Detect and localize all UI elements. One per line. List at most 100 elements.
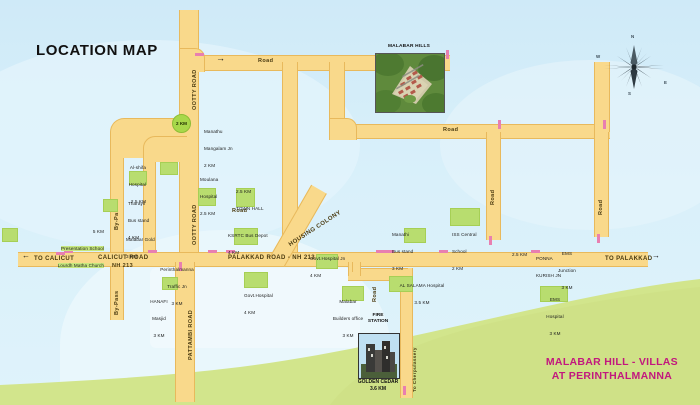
road-label-bypass-lower: By-Pass xyxy=(114,290,120,315)
landmark-block xyxy=(244,272,268,288)
tharayil-line1: Tharayil xyxy=(128,201,146,207)
golden-cedar-caption: GOLDEN CEDAR 3.6 KM xyxy=(334,379,422,392)
fire-station-line1: FIRE xyxy=(372,313,384,318)
landmark-block xyxy=(198,188,216,206)
label-moulana-hospital: Moulana Hospital 2.5 KM xyxy=(200,166,218,228)
label-govt-hospital: Govt.Hospital 4 KM xyxy=(244,282,273,327)
label-ponna-kurish-distance: 2.5 KM xyxy=(512,252,528,257)
town-hall-distance: 2.5 KM xyxy=(236,189,252,195)
green-hill-background xyxy=(0,235,700,405)
crossing-mark xyxy=(179,262,182,271)
label-tharayil-bus-stand: Tharayil Bus stand 4 KM xyxy=(128,190,149,252)
al-shifa-line1: Al-shifa xyxy=(129,165,146,171)
road-label-top: Road xyxy=(258,58,274,64)
govt-hospital-line1: Govt.Hospital xyxy=(244,293,273,299)
label-ponna-kurish-jn: PONNA KURISH JN xyxy=(536,245,561,290)
road-label-far-right-vertical: Road xyxy=(598,199,604,215)
cloud-shape-right xyxy=(440,60,700,230)
landmark-block xyxy=(2,228,18,242)
compass-north-label: N xyxy=(631,34,635,39)
golden-cedar-name: GOLDEN CEDAR xyxy=(357,379,399,385)
al-shifa-line3: 2.5 KM xyxy=(130,198,146,204)
moulana-line2: Hospital xyxy=(200,193,218,199)
road-bypass-lower xyxy=(110,262,124,320)
landmark-block xyxy=(162,277,178,290)
landmark-block xyxy=(389,276,413,292)
direction-arrow-top: → xyxy=(216,53,225,63)
label-malabar-builders-office: Malabar Builders office 3 KM xyxy=(320,288,376,350)
town-hall-name: TOWN HALL xyxy=(236,205,264,211)
landmark-block xyxy=(450,208,480,226)
label-ems-junction: EMS Junction 3 KM xyxy=(552,240,582,302)
crossing-mark xyxy=(403,386,406,395)
crossing-mark xyxy=(531,250,540,253)
label-govt-hospital-jn: Govt.Hospital Jn 4 KM xyxy=(310,245,345,290)
hanafi-line3: 3 KM xyxy=(153,332,165,338)
road-label-calicut-nh: NH 213 xyxy=(112,263,134,269)
ems-jn-line2: Junction xyxy=(558,267,576,273)
govt-hospital-jn-line2: 4 KM xyxy=(310,272,322,278)
label-hanafi-masjid: HANAFI Masjid 3 KM xyxy=(142,288,176,350)
crossing-mark xyxy=(446,50,449,59)
to-calicut-label: TO CALICUT xyxy=(34,256,75,262)
crossing-mark xyxy=(498,120,501,129)
tharayil-line2: Bus stand xyxy=(128,217,150,223)
landmark-block xyxy=(160,162,178,175)
ems-hosp-line3: 3 KM xyxy=(549,330,561,336)
iss-line1: ISS Central xyxy=(452,232,477,238)
label-town-hall: 2.5 KM TOWN HALL xyxy=(236,178,264,223)
road-curve-alshifa xyxy=(143,136,187,162)
road-palakkad xyxy=(188,252,648,267)
compass-rose: N E S W xyxy=(596,34,670,98)
label-iss-central-school: ISS Central School 2 KM xyxy=(452,221,477,283)
ems-jn-line1: EMS xyxy=(561,251,573,257)
project-title-line1: MALABAR HILL - VILLAS xyxy=(545,356,678,368)
manathi-line2: Bus stand xyxy=(392,248,414,254)
road-to-cedar xyxy=(400,268,413,398)
landmark-block xyxy=(540,286,568,302)
crossing-mark xyxy=(208,250,217,253)
label-ksrtc-bus-depot: KSRTC Bus Depot 4 KM xyxy=(228,222,268,267)
tharayil-line3: 4 KM xyxy=(128,234,140,240)
ksrtc-line1: KSRTC Bus Depot xyxy=(228,233,268,239)
malabar-gold-line2: 3 KM xyxy=(126,253,138,259)
crossing-mark xyxy=(148,250,157,253)
label-malabar-gold: Malabar Gold 3 KM xyxy=(126,226,155,271)
crossing-mark xyxy=(385,250,394,253)
project-title-line2: AT PERINTHALMANNA xyxy=(551,370,673,382)
al-salama-line2: 3.5 KM xyxy=(414,299,430,305)
road-label-ootty-upper: OOTTY ROAD xyxy=(192,69,198,110)
ems-jn-line3: 3 KM xyxy=(561,284,573,290)
landmark-block xyxy=(103,199,118,212)
hanafi-line1: HANAFI xyxy=(150,299,168,305)
crossing-mark xyxy=(603,120,606,129)
perinthalmanna-line3: 3 KM xyxy=(171,300,183,306)
road-vertical-right-loop-left xyxy=(486,132,501,240)
label-manathi-bus-stand: Manathi Bus stand 3 KM xyxy=(392,221,413,283)
road-upper-right-horizontal xyxy=(348,124,610,139)
compass-south-label: S xyxy=(628,91,631,96)
road-label-right-vertical: Road xyxy=(490,189,496,205)
ksrtc-line2: 4 KM xyxy=(228,249,240,255)
ponna-line1: PONNA xyxy=(536,256,553,262)
landmark-block xyxy=(316,254,338,269)
builders-line2: Builders office xyxy=(332,315,364,321)
manathu-line1: Manathu xyxy=(204,129,223,135)
to-palakkad-arrow: → xyxy=(652,251,660,260)
presentation-school-name: Presentation School xyxy=(60,245,104,251)
moulana-line3: 2.5 KM xyxy=(200,210,216,216)
crossing-mark xyxy=(195,53,204,56)
builders-line1: Malabar xyxy=(339,299,357,305)
al-salama-line1: AL SALAMA Hospital xyxy=(399,283,445,289)
road-corner-ootty-top xyxy=(179,48,205,72)
road-vertical-center xyxy=(282,62,298,257)
label-al-shifa-hospital: Al-shifa Hospital 2.5 KM xyxy=(104,154,146,216)
road-label-mid: Road xyxy=(232,208,248,214)
crossing-mark xyxy=(597,234,600,243)
road-label-ootty-lower: OOTTY ROAD xyxy=(192,204,198,245)
fire-station-line2: STATION xyxy=(367,318,389,324)
road-label-palakkad: PALAKKAD ROAD - NH 213 xyxy=(228,255,316,261)
site-photo xyxy=(375,53,445,113)
hanafi-line2: Masjid xyxy=(152,315,166,321)
